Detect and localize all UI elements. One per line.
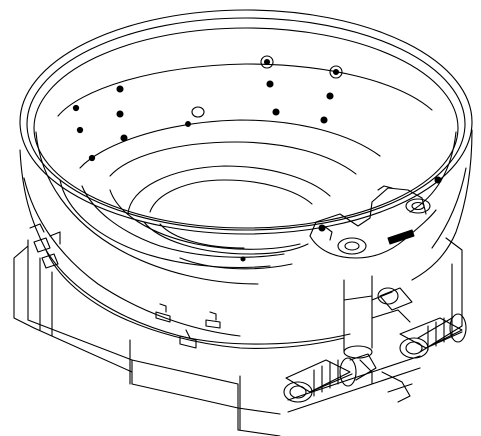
skimmer [309,185,437,259]
plumbing-valves [29,223,221,349]
plumbing-pipes [371,291,413,403]
seating-steps [35,63,457,285]
filter-canister [343,275,373,385]
rim-jets [72,80,334,162]
support-frame [13,237,463,436]
pump-motor-left [283,353,377,403]
tub-rim [19,9,473,235]
wall-jets [191,55,442,184]
control-panel [387,229,415,245]
pump-motor-right [377,287,467,359]
tub-shell [19,129,473,349]
floor-drain [240,256,246,262]
